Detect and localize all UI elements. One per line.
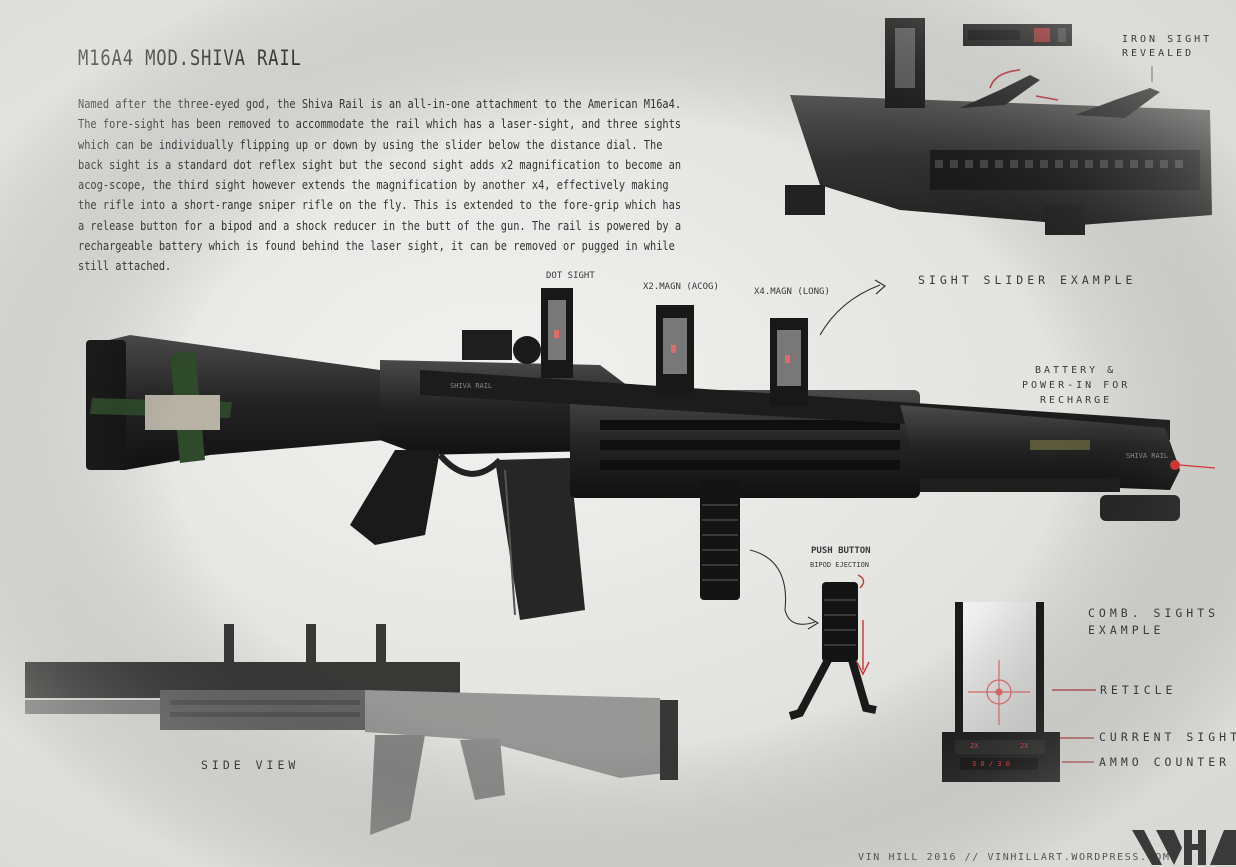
ammo-readout: 3 0 / 3 0 (972, 760, 1010, 768)
footer-credit: VIN HILL 2016 // VINHILLART.WORDPRESS.CO… (858, 852, 1171, 863)
label-sight-slider: SIGHT SLIDER EXAMPLE (918, 273, 1137, 287)
label-iron-sight-1: IRON SIGHT (1122, 34, 1213, 45)
label-battery-2: POWER-IN FOR (1022, 380, 1131, 391)
label-dot-sight: DOT SIGHT (546, 271, 595, 281)
label-side-view: SIDE VIEW (201, 758, 300, 772)
label-push-button: PUSH BUTTON (811, 546, 871, 556)
rail-engraving-barrel: SHIVA RAIL (1126, 452, 1169, 460)
label-reticle: RETICLE (1100, 683, 1177, 697)
label-comb-sights-2: EXAMPLE (1088, 623, 1165, 637)
label-current-sight: CURRENT SIGHT (1099, 730, 1236, 744)
sight-readout-right: 2X (1020, 742, 1029, 750)
sight-readout-left: 2X (970, 742, 979, 750)
label-comb-sights-1: COMB. SIGHTS (1088, 606, 1220, 620)
label-battery-3: RECHARGE (1040, 395, 1113, 406)
label-bipod-ejection: BIPOD EJECTION (810, 561, 870, 569)
rail-engraving-main: SHIVA RAIL (450, 382, 493, 390)
label-battery-1: BATTERY & (1035, 365, 1117, 376)
vh-logo-icon (1132, 830, 1236, 865)
label-x2-magn: X2.MAGN (ACOG) (643, 282, 719, 292)
label-iron-sight-2: REVEALED (1122, 48, 1195, 59)
label-ammo-counter: AMMO COUNTER (1099, 755, 1231, 769)
label-x4-magn: X4.MAGN (LONG) (754, 287, 830, 297)
